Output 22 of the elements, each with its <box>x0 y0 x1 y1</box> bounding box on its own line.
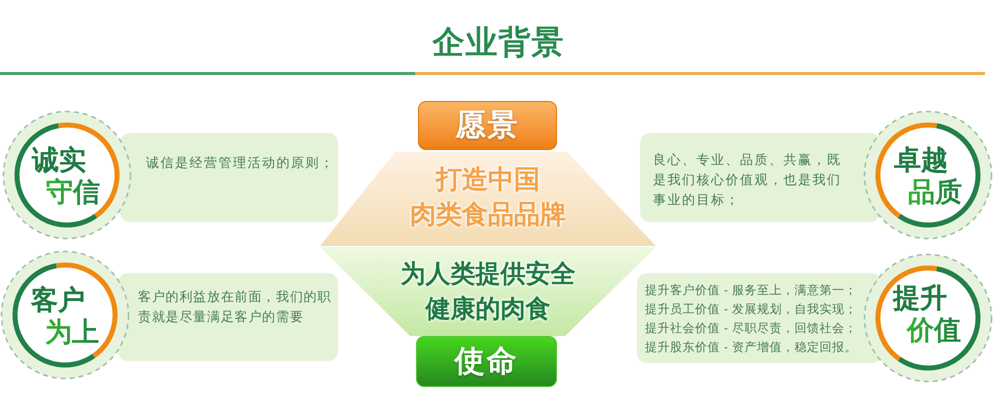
list-item-text: 提升员工价值 - 发展规划，自我实现； <box>645 301 858 318</box>
mission-text: 为人类提供安全健康的肉食 <box>400 259 576 325</box>
tab-title: 使命 <box>454 346 518 376</box>
page-title: 企业背景 <box>432 23 564 62</box>
circle-badge <box>0 250 130 380</box>
circle-badge <box>863 253 993 383</box>
list-item-text: 提升股东价值 - 资产增值，稳定回报。 <box>645 339 858 356</box>
vision-text: 打造中国肉类食品品牌 <box>409 163 567 231</box>
text-card <box>120 133 338 222</box>
tab-title: 愿景 <box>456 110 520 140</box>
circle-badge <box>2 110 132 240</box>
text-card <box>637 273 882 363</box>
heading-tab <box>418 101 557 150</box>
card-text: 诚信是经营管理活动的原则； <box>146 154 336 172</box>
heading-tab <box>416 336 557 387</box>
list-item-text: 提升客户价值 - 服务至上，满意第一； <box>645 282 858 299</box>
circle-badge <box>863 110 993 240</box>
card-text: 客户的利益放在前面，我们的职责就是尽量满足客户的需要 <box>138 288 332 326</box>
card-text: 良心、专业、品质、共赢，既是我们核心价值观，也是我们事业的目标； <box>653 151 842 209</box>
list-item-text: 提升社会价值 - 尽职尽责，回馈社会； <box>645 320 858 337</box>
text-card <box>640 133 880 222</box>
text-card <box>118 273 338 361</box>
